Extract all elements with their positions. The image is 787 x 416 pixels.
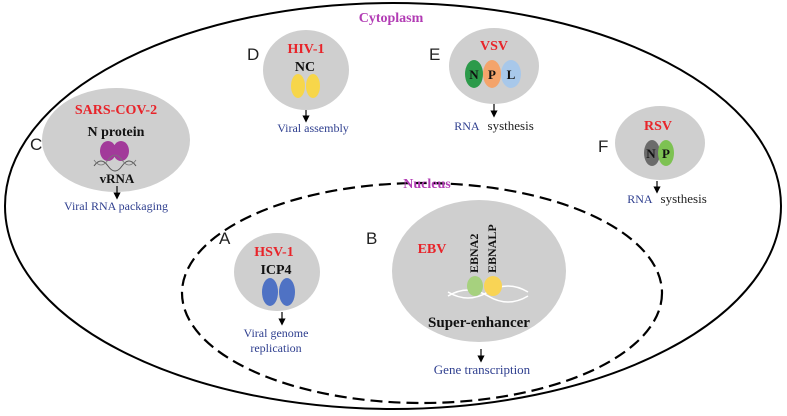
vsv-l-label: L: [507, 67, 516, 82]
dna-strand-1: [447, 289, 529, 303]
vsv-p-protein: [483, 60, 501, 88]
panel-b: B EBV EBNA2 EBNALP Super-enhancer Gene t…: [366, 200, 566, 377]
nucleus-label: Nucleus: [403, 177, 451, 192]
ebna2-protein: [467, 276, 483, 296]
vsv-n-protein: [465, 60, 483, 88]
panel-a-protein: ICP4: [260, 263, 291, 278]
panel-e-letter: E: [429, 45, 440, 64]
panel-b-letter: B: [366, 229, 377, 248]
hsv-icp4-left: [262, 278, 278, 306]
panel-c-compartment: [42, 88, 190, 192]
panel-c-letter: C: [30, 135, 42, 154]
ebnalp-label: EBNALP: [485, 224, 499, 273]
ebna2-label: EBNA2: [467, 234, 481, 273]
panel-a-compartment: [234, 233, 320, 311]
sars-vrna-strand-2: [93, 154, 137, 166]
hiv-nc-right: [306, 74, 320, 98]
rsv-p-label: P: [662, 146, 670, 161]
panel-e: E VSV N P L RNA systhesis: [429, 28, 539, 134]
sars-vrna-strand: [93, 160, 137, 172]
ebnalp-protein: [484, 276, 502, 296]
panel-b-outcome: Gene transcription: [434, 362, 531, 377]
panel-f-virus: RSV: [644, 119, 672, 134]
panel-a: A HSV-1 ICP4 Viral genome replication: [219, 229, 320, 355]
panel-c: C SARS-COV-2 N protein vRNA Viral RNA pa…: [30, 88, 190, 213]
cell-membrane: [4, 2, 782, 410]
panel-d-outcome: Viral assembly: [277, 121, 349, 135]
panel-e-outcome: RNA systhesis: [454, 117, 534, 134]
super-enhancer-label: Super-enhancer: [428, 315, 530, 331]
panel-d: D HIV-1 NC Viral assembly: [247, 30, 349, 135]
rsv-n-label: N: [646, 146, 656, 161]
panel-d-virus: HIV-1: [287, 42, 324, 57]
panel-b-compartment: [392, 200, 566, 342]
hsv-icp4-right: [279, 278, 295, 306]
panel-d-letter: D: [247, 45, 259, 64]
panel-d-compartment: [263, 30, 349, 110]
vsv-p-label: P: [488, 67, 496, 82]
nucleus-membrane: [180, 181, 664, 405]
panel-f-letter: F: [598, 137, 608, 156]
panel-f: F RSV N P RNA systhesis: [598, 106, 707, 207]
panel-a-virus: HSV-1: [254, 245, 293, 260]
vsv-l-protein: [501, 60, 521, 88]
panel-b-virus: EBV: [418, 242, 447, 257]
panel-a-letter: A: [219, 229, 231, 248]
panel-a-outcome-line1: Viral genome: [244, 326, 309, 340]
panel-f-outcome: RNA systhesis: [627, 190, 707, 207]
panel-e-virus: VSV: [480, 39, 508, 54]
rsv-n-protein: [644, 140, 660, 166]
cytoplasm-label: Cytoplasm: [359, 11, 424, 26]
panel-c-protein: N protein: [88, 125, 145, 140]
rsv-p-protein: [658, 140, 674, 166]
panel-a-outcome-line2: replication: [250, 341, 301, 355]
sars-n-protein-right: [113, 141, 129, 161]
panel-c-outcome: Viral RNA packaging: [64, 199, 168, 213]
vsv-n-label: N: [469, 67, 479, 82]
panel-c-rna: vRNA: [100, 171, 135, 186]
panel-d-protein: NC: [295, 60, 315, 75]
hiv-nc-left: [291, 74, 305, 98]
panel-c-virus: SARS-COV-2: [75, 103, 157, 118]
panel-f-compartment: [615, 106, 705, 180]
